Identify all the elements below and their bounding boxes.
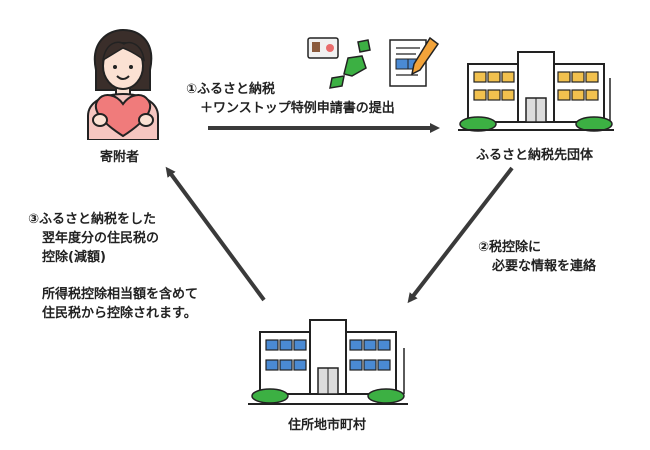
- pencil-icon: [410, 36, 440, 76]
- step3-text: ③ふるさと納税をした 翌年度分の住民税の 控除(減額) 所得税控除相当額を含めて…: [28, 210, 198, 323]
- step3-line2: 翌年度分の住民税の: [42, 231, 160, 246]
- id-card-icon: [307, 37, 339, 59]
- step3-line5: 住民税から控除されます。: [42, 306, 197, 321]
- municipality-label: 住所地市町村: [288, 418, 367, 433]
- step1-line2: ＋ワンストップ特例申請書の提出: [200, 101, 395, 116]
- donor-label: 寄附者: [100, 150, 140, 165]
- municipality-building: [246, 318, 410, 408]
- person-icon: [87, 28, 159, 141]
- documents-illustration: [304, 34, 444, 94]
- furusato-org-building: [456, 48, 616, 132]
- step2-line1: ②税控除に: [478, 240, 542, 255]
- step1-text: ①ふるさと納税 ＋ワンストップ特例申請書の提出: [186, 80, 395, 118]
- step3-line3: 控除(減額): [42, 250, 106, 265]
- step2-text: ②税控除に 必要な情報を連絡: [478, 238, 596, 276]
- arrow-step2: [407, 166, 514, 304]
- step2-line2: 必要な情報を連絡: [492, 259, 597, 274]
- step1-line1: ①ふるさと納税: [186, 82, 276, 97]
- donor-figure: [78, 28, 168, 141]
- japan-map-icon: [329, 39, 371, 89]
- furusato-org-label: ふるさと納税先団体: [476, 148, 594, 163]
- step3-line4: 所得税控除相当額を含めて: [42, 287, 199, 302]
- building-icon: [458, 51, 614, 132]
- arrow-step3: [165, 166, 266, 302]
- building-icon: [248, 319, 408, 405]
- step3-line1: ③ふるさと納税をした: [28, 212, 157, 227]
